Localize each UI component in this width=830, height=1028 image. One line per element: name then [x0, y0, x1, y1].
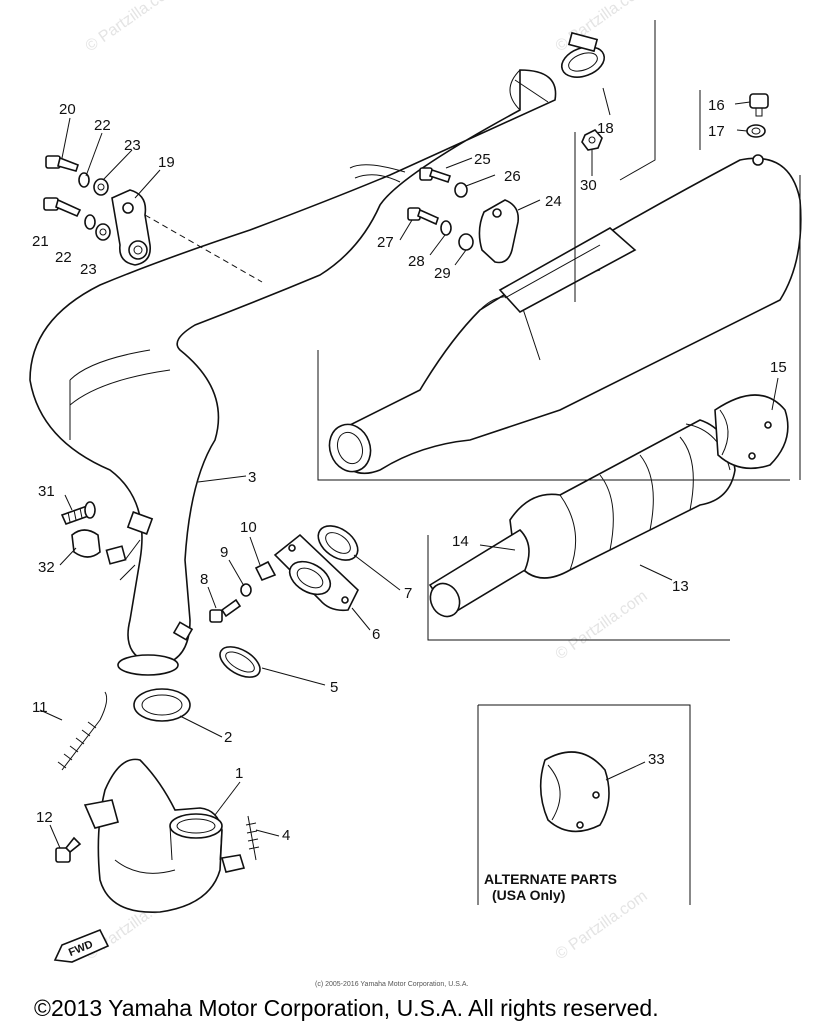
callout-23: 23 [124, 137, 141, 154]
watermark: © Partzilla.com [553, 888, 651, 964]
gasket-7 [317, 525, 359, 561]
bracket-24 [478, 199, 520, 264]
alternate-parts-label: ALTERNATE PARTS [484, 871, 617, 887]
callout-26: 26 [504, 168, 521, 185]
callout-13: 13 [672, 578, 689, 595]
gasket-5 [219, 646, 261, 678]
alternate-parts-box [477, 704, 691, 905]
callout-10: 10 [240, 519, 257, 536]
callout-23: 23 [80, 261, 97, 278]
callout-22: 22 [55, 249, 72, 266]
leader-lines [39, 87, 779, 849]
callout-21: 21 [32, 233, 49, 250]
lower-pipe-1 [83, 758, 246, 913]
muffler [328, 154, 802, 475]
callouts: 20 22 23 19 21 22 23 18 25 26 24 27 28 2… [32, 97, 787, 844]
callout-2: 2 [224, 729, 232, 746]
callout-29: 29 [434, 265, 451, 282]
watermark: © Partzilla.com [83, 0, 181, 55]
callout-19: 19 [158, 154, 175, 171]
copyright-notice: ©2013 Yamaha Motor Corporation, U.S.A. A… [34, 995, 659, 1021]
gasket-2 [133, 688, 191, 722]
callout-8: 8 [200, 571, 208, 588]
callout-24: 24 [545, 193, 562, 210]
assembly-frames [144, 20, 801, 641]
callout-15: 15 [770, 359, 787, 376]
watermark: © Partzilla.com [553, 0, 651, 55]
bracket-19 [111, 189, 152, 266]
callout-4: 4 [282, 827, 290, 844]
clamp-18 [560, 31, 606, 78]
callout-30: 30 [580, 177, 597, 194]
callout-28: 28 [408, 253, 425, 270]
small-copyright: (c) 2005-2016 Yamaha Motor Corporation, … [315, 981, 468, 988]
inner-muffler [428, 419, 736, 618]
callout-33: 33 [648, 751, 665, 768]
callout-22: 22 [94, 117, 111, 134]
bolts-left [43, 155, 111, 241]
callout-18: 18 [597, 120, 614, 137]
bolts-center [407, 129, 603, 251]
spring-4 [245, 815, 260, 861]
flange-6 [273, 533, 359, 612]
callout-7: 7 [404, 585, 412, 602]
callout-14: 14 [452, 533, 469, 550]
callout-12: 12 [36, 809, 53, 826]
callout-11: 11 [32, 699, 48, 716]
spring-11 [57, 691, 108, 771]
callout-6: 6 [372, 626, 380, 643]
watermark: © Partzilla.com [553, 588, 651, 664]
bolt-16-washer-17 [746, 93, 769, 138]
callout-31: 31 [38, 483, 55, 500]
plug-12 [55, 836, 82, 863]
bolt-8 [209, 560, 277, 623]
damper-31-32 [60, 501, 101, 558]
alternate-parts-sublabel: (USA Only) [492, 887, 565, 903]
callout-25: 25 [474, 151, 491, 168]
callout-17: 17 [708, 123, 725, 140]
callout-16: 16 [708, 97, 725, 114]
exhaust-pipe [29, 69, 557, 676]
callout-5: 5 [330, 679, 338, 696]
end-cap-15 [714, 394, 789, 470]
callout-3: 3 [248, 469, 256, 486]
callout-27: 27 [377, 234, 394, 251]
callout-20: 20 [59, 101, 76, 118]
callout-9: 9 [220, 544, 228, 561]
callout-32: 32 [38, 559, 55, 576]
callout-1: 1 [235, 765, 243, 782]
fwd-arrow [53, 928, 110, 963]
